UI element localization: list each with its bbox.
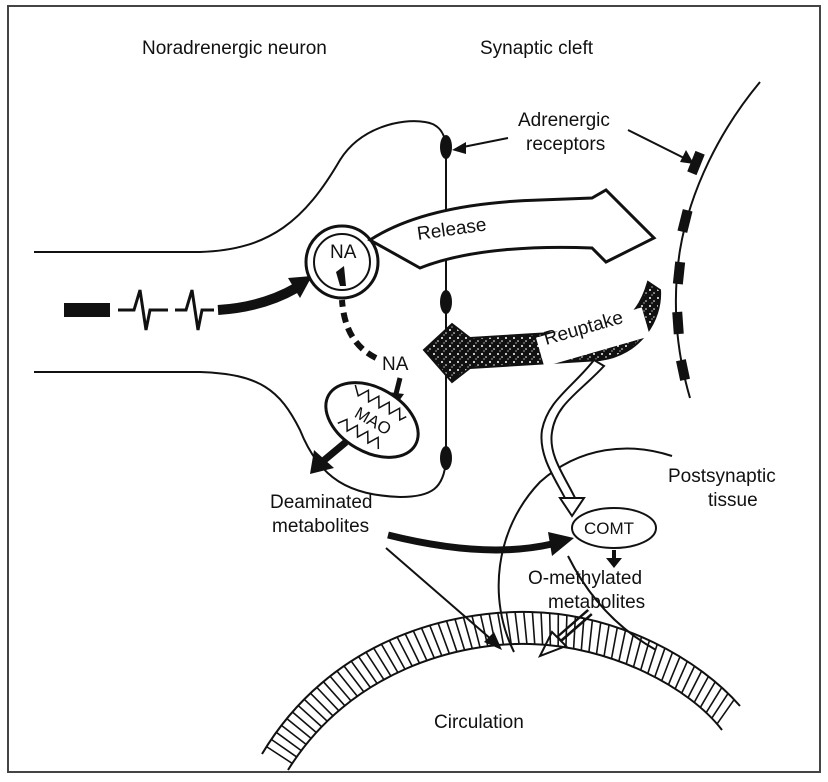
vessel-wall-tick xyxy=(619,630,626,661)
postsynaptic-label-line2: tissue xyxy=(708,490,758,511)
vessel-wall-tick xyxy=(330,676,351,701)
o-methylated-label-line1: O-methylated xyxy=(528,568,642,589)
vessel-wall-tick xyxy=(359,657,377,684)
comt-label: COMT xyxy=(584,519,634,538)
na-free-label: NA xyxy=(382,354,409,375)
noradrenergic-neuron-label: Noradrenergic neuron xyxy=(142,38,327,59)
vessel-wall-tick xyxy=(267,747,293,764)
na-vesicle-label: NA xyxy=(330,242,357,263)
vessel-wall-tick xyxy=(455,619,465,650)
deaminated-to-comt-arrow xyxy=(388,535,552,550)
vessel-wall-tick xyxy=(472,616,480,647)
vessel-wall-tick xyxy=(323,682,344,706)
presynaptic-receptor xyxy=(440,135,452,159)
vessel-wall-tick xyxy=(604,625,609,656)
vessel-wall-tick xyxy=(317,687,339,710)
vessel-wall-tick xyxy=(276,732,301,750)
vessel-wall-tick xyxy=(298,706,321,727)
deaminated-to-comt-arrowhead xyxy=(548,532,574,556)
vessel-wall-tick xyxy=(281,725,306,744)
postsynaptic-label-line1: Postsynaptic xyxy=(668,466,776,487)
vessel-wall-tick xyxy=(626,634,633,664)
o-methylated-label-line2: metabolites xyxy=(548,592,645,613)
deaminated-label-line2: metabolites xyxy=(272,516,369,537)
vessel-wall-tick xyxy=(337,671,357,696)
vessel-wall-tick xyxy=(524,612,527,644)
vessel-wall-tick xyxy=(287,719,311,739)
deaminated-label-line1: Deaminated xyxy=(270,492,372,513)
vessel-wall-tick xyxy=(271,739,296,757)
vessel-wall-tick xyxy=(351,661,370,687)
presynaptic-receptor xyxy=(440,446,452,470)
vessel-wall-tick xyxy=(381,644,397,672)
circulation-label: Circulation xyxy=(434,712,524,733)
vessel-wall-tick xyxy=(634,637,642,667)
postsynaptic-membrane xyxy=(676,82,760,398)
vessel-wall-tick xyxy=(397,637,412,666)
vessel-wall-tick xyxy=(566,615,567,647)
vessel-wall-tick xyxy=(712,693,728,718)
synaptic-cleft-label: Synaptic cleft xyxy=(480,38,594,59)
vessel-wall-tick xyxy=(292,712,316,733)
circulation-vessel-wall-ticks xyxy=(267,612,735,763)
vessel-wall-tick xyxy=(374,648,391,676)
adrenergic-receptors-label-line1: Adrenergic xyxy=(518,110,610,131)
action-potential-signal xyxy=(64,276,312,330)
reuptake-to-comt-arrowhead xyxy=(560,498,584,516)
adrenergic-receptors-label-line2: receptors xyxy=(526,134,605,155)
vessel-wall-tick xyxy=(662,652,673,680)
vessel-wall-tick xyxy=(366,652,384,679)
vessel-wall-tick xyxy=(389,641,405,670)
vessel-wall-tick xyxy=(304,699,327,721)
vessel-wall-tick xyxy=(550,613,551,645)
adrenergic-receptor-marks xyxy=(672,151,705,381)
receptors-pointer-left-head xyxy=(452,142,466,154)
vessel-wall-tick xyxy=(532,612,534,644)
presynaptic-receptor xyxy=(440,290,452,314)
reuptake-to-comt-arrow xyxy=(541,360,604,500)
vessel-wall-tick xyxy=(447,621,457,652)
vessel-wall-tick xyxy=(717,700,734,724)
vessel-wall-tick xyxy=(515,612,519,644)
vessel-wall-tick xyxy=(344,666,364,692)
mao-output-arrow xyxy=(322,442,346,462)
comt-output-arrowhead xyxy=(606,558,622,568)
vessel-wall-tick xyxy=(597,623,601,655)
vessel-wall-tick xyxy=(641,640,650,670)
release-arrow xyxy=(370,190,654,268)
na-to-vesicle-dashed xyxy=(342,300,376,358)
vessel-wall-tick xyxy=(706,688,722,713)
vessel-wall-tick xyxy=(589,620,592,652)
na-to-mao-arrow xyxy=(396,378,400,394)
vessel-wall-tick xyxy=(541,612,543,644)
vessel-wall-tick xyxy=(612,628,618,659)
vessel-wall-tick xyxy=(310,693,332,716)
vessel-wall-tick xyxy=(655,648,665,677)
receptors-pointer-right xyxy=(628,130,688,160)
